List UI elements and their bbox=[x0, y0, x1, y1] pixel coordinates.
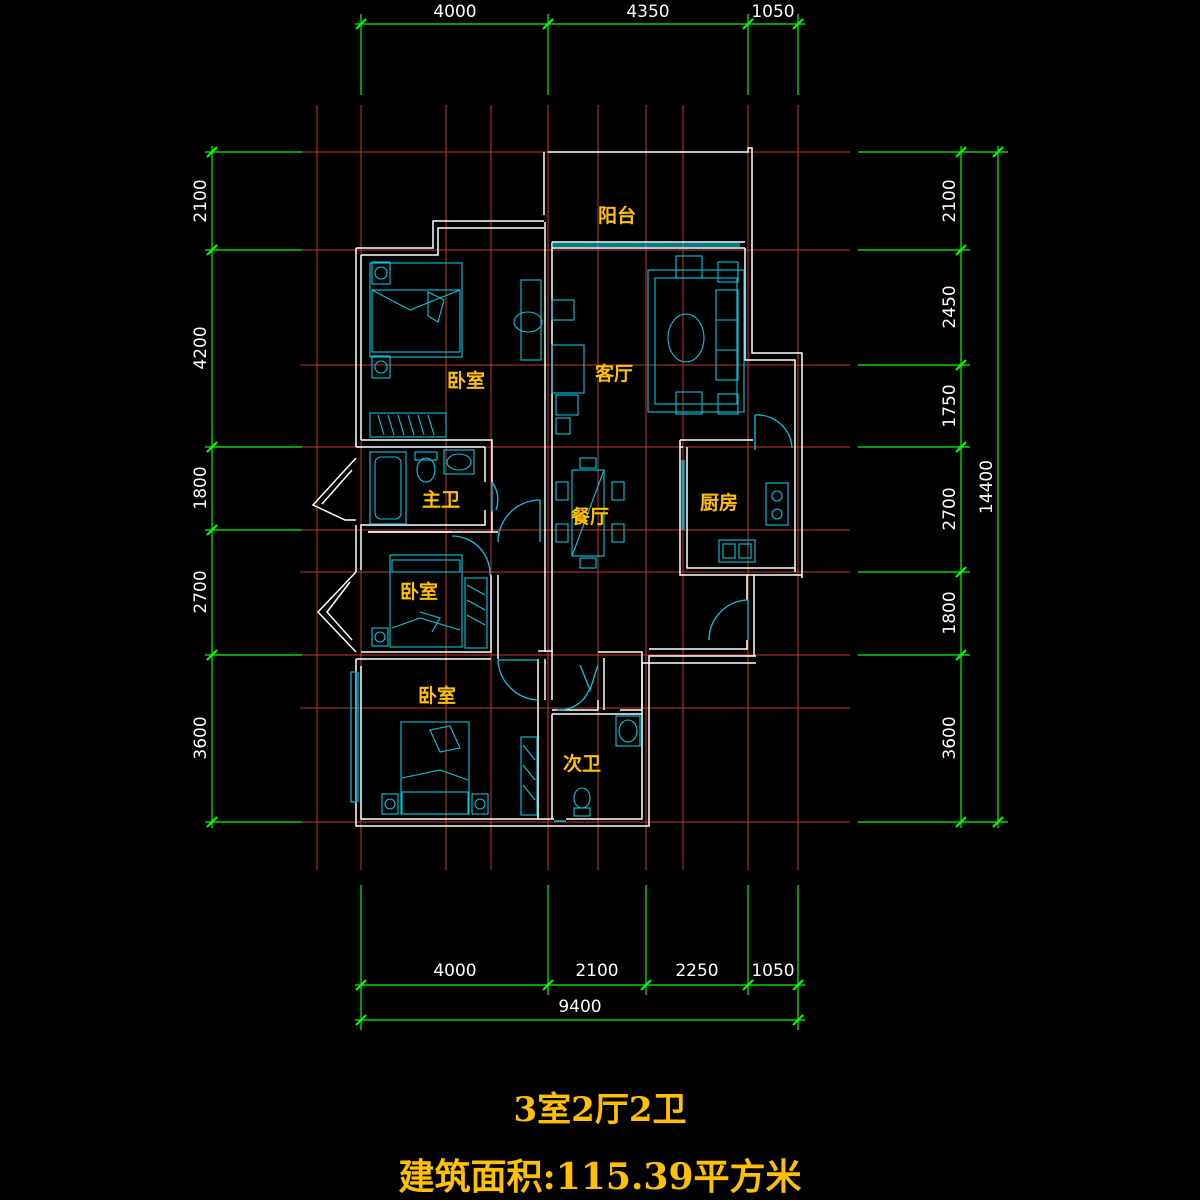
dim-bottom-4: 1050 bbox=[751, 961, 794, 981]
dim-left-5: 3600 bbox=[191, 716, 211, 759]
tv-cabinet-icon bbox=[520, 279, 542, 361]
dimension-lines bbox=[205, 14, 1008, 1030]
dimension-ticks bbox=[206, 18, 1004, 1026]
washbasin-icon bbox=[443, 449, 475, 475]
room-dining: 餐厅 bbox=[571, 505, 609, 528]
doors bbox=[451, 414, 793, 822]
washbasin-icon bbox=[615, 715, 641, 747]
toilet-icon bbox=[416, 457, 436, 483]
dim-right-3: 1750 bbox=[940, 384, 960, 427]
dim-left-3: 1800 bbox=[191, 466, 211, 509]
double-bed-icon bbox=[400, 721, 470, 815]
bathtub-icon bbox=[369, 451, 407, 525]
room-second-bath: 次卫 bbox=[563, 752, 601, 775]
area-title: 建筑面积:115.39平方米 bbox=[398, 1156, 802, 1198]
room-kitchen: 厨房 bbox=[700, 491, 738, 514]
toilet-icon bbox=[573, 787, 591, 809]
dim-left-4: 2700 bbox=[191, 570, 211, 613]
dim-right-5: 1800 bbox=[940, 591, 960, 634]
wardrobe-icon bbox=[464, 577, 488, 649]
stove-icon bbox=[765, 482, 789, 526]
dim-right-2: 2450 bbox=[940, 285, 960, 328]
room-bedroom-2: 卧室 bbox=[400, 580, 438, 603]
room-bedroom-3: 卧室 bbox=[418, 684, 456, 707]
nightstand-icon bbox=[371, 261, 391, 285]
dim-top-2: 4350 bbox=[626, 2, 669, 22]
sink-icon bbox=[718, 539, 756, 563]
dim-right-6: 3600 bbox=[940, 716, 960, 759]
dim-right-4: 2700 bbox=[940, 487, 960, 530]
layout-title: 3室2厅2卫 bbox=[513, 1090, 687, 1130]
room-living-room: 客厅 bbox=[595, 362, 633, 385]
rug-icon bbox=[647, 269, 745, 413]
room-labels: 阳台 卧室 客厅 主卫 餐厅 厨房 卧室 卧室 次卫 bbox=[400, 204, 738, 775]
coffee-table-icon bbox=[667, 313, 705, 363]
dim-left-2: 4200 bbox=[191, 326, 211, 369]
dim-bottom-total: 9400 bbox=[558, 997, 601, 1017]
single-bed-icon bbox=[389, 554, 463, 648]
dining-table-icon bbox=[571, 469, 605, 557]
dim-left-1: 2100 bbox=[191, 179, 211, 222]
double-bed-icon bbox=[369, 262, 463, 358]
armchair-icon bbox=[675, 255, 703, 279]
wardrobe-icon bbox=[369, 412, 447, 438]
furniture bbox=[369, 255, 789, 817]
dimension-labels: 4000 4350 1050 4000 2100 2250 1050 9400 … bbox=[191, 2, 997, 1017]
dim-top-3: 1050 bbox=[751, 2, 794, 22]
walls bbox=[311, 147, 803, 827]
room-master-bath: 主卫 bbox=[422, 489, 460, 511]
dim-right-1: 2100 bbox=[940, 179, 960, 222]
dim-bottom-1: 4000 bbox=[433, 961, 476, 981]
dim-right-total: 14400 bbox=[977, 460, 997, 514]
dim-top-1: 4000 bbox=[433, 2, 476, 22]
dim-bottom-3: 2250 bbox=[675, 961, 718, 981]
windows bbox=[350, 243, 740, 803]
room-balcony: 阳台 bbox=[598, 204, 636, 227]
dim-bottom-2: 2100 bbox=[575, 961, 618, 981]
sofa-icon bbox=[715, 289, 739, 381]
wardrobe-icon bbox=[520, 736, 538, 816]
room-master-bedroom: 卧室 bbox=[447, 369, 485, 392]
